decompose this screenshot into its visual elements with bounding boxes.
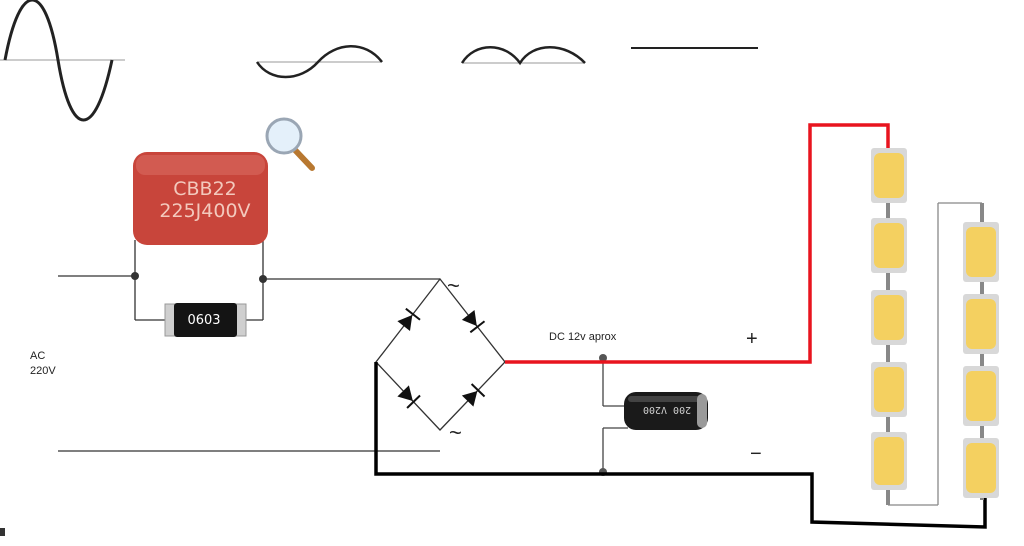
plus-sign: + xyxy=(746,328,758,350)
diode-d3 xyxy=(397,385,421,409)
capacitor-label-line1: CBB22 xyxy=(173,178,237,200)
smoothing-cap-wiring xyxy=(602,362,628,472)
resistor-label: 0603 xyxy=(187,313,221,328)
led xyxy=(871,290,907,345)
led-string-2-leds xyxy=(963,222,999,498)
corner-mark xyxy=(0,528,5,536)
diode-d4 xyxy=(461,383,486,407)
electrolytic-capacitor xyxy=(624,392,708,430)
led xyxy=(963,222,999,282)
waveform-ac-sine xyxy=(0,0,125,122)
ac-wiring xyxy=(58,240,440,452)
junction-dot xyxy=(259,275,267,283)
capacitor-label-line2: 225J400V xyxy=(159,200,251,222)
led xyxy=(871,148,907,203)
junction-dot xyxy=(599,354,607,362)
led xyxy=(963,294,999,354)
film-capacitor xyxy=(133,152,268,245)
led xyxy=(871,218,907,273)
ac-input-label: AC 220V xyxy=(30,349,56,379)
ac-tilde-bottom: ~ xyxy=(449,420,462,445)
diode-d2 xyxy=(461,310,486,334)
positive-wire xyxy=(505,123,890,364)
ac-label-line2: 220V xyxy=(30,365,56,377)
waveform-reduced-sine xyxy=(255,45,383,79)
led xyxy=(871,362,907,417)
magnifier-icon xyxy=(265,117,315,171)
dc-output-label: DC 12v aprox xyxy=(549,331,617,343)
electrolytic-label: 200 V200 xyxy=(642,404,692,415)
capacitor-label: CBB22 225J400V xyxy=(140,178,270,222)
diode-d1 xyxy=(397,307,421,331)
led xyxy=(963,366,999,426)
led xyxy=(963,438,999,498)
junction-dot xyxy=(131,272,139,280)
led-string-1-leds xyxy=(871,148,907,490)
negative-wire xyxy=(374,362,987,529)
ac-tilde-top: ~ xyxy=(447,273,460,298)
smd-resistor xyxy=(164,303,247,337)
minus-sign: − xyxy=(750,443,762,465)
waveform-rectified xyxy=(460,46,586,66)
bridge-rectifier xyxy=(375,277,506,431)
ac-label-line1: AC xyxy=(30,350,46,362)
led xyxy=(871,432,907,490)
